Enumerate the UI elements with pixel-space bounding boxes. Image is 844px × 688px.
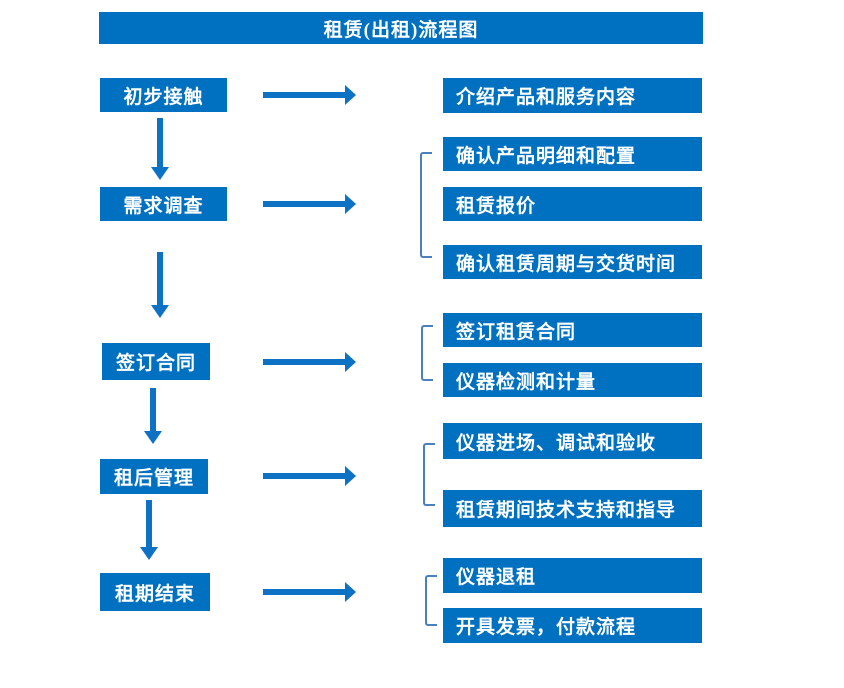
group-bracket-step5-details	[425, 575, 437, 626]
arrow-right-step1-icon	[263, 85, 356, 105]
step-box-demand-survey: 需求调查	[100, 187, 227, 221]
arrow-down-step1-step2-icon	[151, 118, 169, 180]
detail-box-confirm-period-delivery: 确认租赁周期与交货时间	[443, 245, 702, 279]
group-bracket-step4-details	[423, 443, 435, 506]
detail-box-confirm-product-config: 确认产品明细和配置	[443, 137, 702, 171]
arrow-down-step3-step4-icon	[144, 388, 162, 444]
step-box-initial-contact: 初步接触	[100, 78, 227, 112]
step-box-rental-end: 租期结束	[100, 573, 210, 611]
detail-box-rental-tech-support: 租赁期间技术支持和指导	[443, 490, 702, 527]
detail-box-instrument-test-measure: 仪器检测和计量	[443, 363, 702, 397]
arrow-right-step4-icon	[263, 466, 356, 486]
group-bracket-step3-details	[421, 325, 433, 381]
group-bracket-step2-details	[420, 152, 432, 258]
detail-box-invoice-payment: 开具发票，付款流程	[443, 608, 702, 643]
detail-box-instrument-install-accept: 仪器进场、调试和验收	[443, 423, 702, 459]
title-bar: 租赁(出租)流程图	[99, 12, 703, 44]
arrow-right-step2-icon	[263, 194, 356, 214]
detail-box-instrument-return: 仪器退租	[443, 558, 702, 593]
arrow-right-step5-icon	[263, 582, 356, 602]
detail-box-intro-products-services: 介绍产品和服务内容	[443, 78, 702, 113]
step-box-sign-contract: 签订合同	[102, 343, 210, 380]
step-box-post-rental-management: 租后管理	[100, 459, 208, 494]
arrow-right-step3-icon	[263, 352, 356, 372]
detail-box-sign-rental-contract: 签订租赁合同	[443, 313, 702, 347]
detail-box-rental-quote: 租赁报价	[443, 187, 702, 221]
arrow-down-step2-step3-icon	[151, 252, 169, 318]
arrow-down-step4-step5-icon	[140, 500, 158, 560]
